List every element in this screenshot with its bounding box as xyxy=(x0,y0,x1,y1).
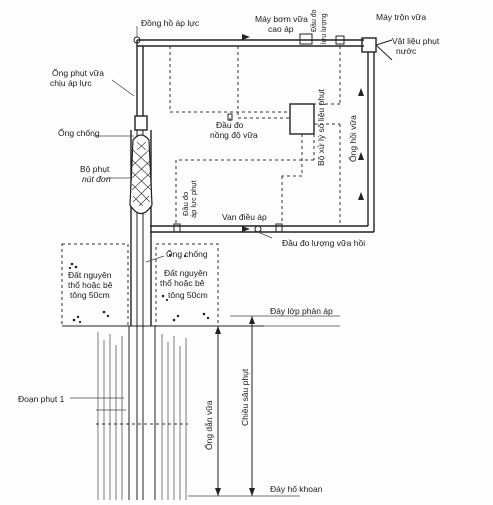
label-nozzle-2: nút đơn xyxy=(82,174,111,184)
label-return-pipe: Ống hồi vữa xyxy=(347,115,358,162)
label-grout-layer-bottom: Đáy lớp phản áp xyxy=(270,306,333,316)
label-hole-bottom: Đáy hố khoan xyxy=(270,484,323,494)
mixer-icon xyxy=(361,37,377,53)
borehole xyxy=(128,115,156,500)
pump-icon xyxy=(299,33,313,45)
label-data-processor: Bộ xử lý số liệu phụt xyxy=(316,88,326,166)
label-grout-pipe: Ống dẫn vữa xyxy=(203,400,214,450)
label-pressure-hose-2: chịu áp lực xyxy=(50,78,92,88)
label-pressure-sensor-2: áp lực phụt xyxy=(189,180,198,218)
label-density-2: nồng độ vữa xyxy=(210,130,258,140)
label-soil-left-3: tông 50cm xyxy=(70,290,110,300)
soil-speckles xyxy=(68,253,210,324)
label-pressure-gauge: Đồng hồ áp lực xyxy=(141,18,200,28)
label-soil-left-2: thổ hoặc bê xyxy=(68,280,113,290)
label-soil-right-2: thổ hoặc bê xyxy=(160,278,205,288)
label-soil-right-3: tông 50cm xyxy=(168,290,208,300)
valve-icon xyxy=(254,225,262,233)
dimension-lines xyxy=(188,315,340,497)
label-return-meter: Đầu đo lượng vữa hồi xyxy=(282,238,365,248)
label-nozzle-1: Bộ phụt xyxy=(80,164,110,174)
label-density-1: Đầu đo xyxy=(216,120,244,130)
nozzle-packer-icon xyxy=(129,134,153,215)
ground-strata xyxy=(97,332,187,500)
label-grout-depth: Chiều sâu phụt xyxy=(240,368,250,426)
return-meter-icon xyxy=(275,223,283,233)
label-casing-mid: Ống chống xyxy=(166,248,208,259)
label-soil-left-1: Đất nguyên xyxy=(68,270,112,280)
pressure-sensor-icon xyxy=(173,223,181,233)
data-processor-icon xyxy=(289,103,315,135)
label-valve: Van điều áp xyxy=(222,212,267,222)
label-mixer: Máy trộn vữa xyxy=(376,12,426,22)
label-casing-top: Ống chống xyxy=(58,127,100,138)
label-materials-1: Vật liệu phụt xyxy=(392,36,440,46)
leader-lines xyxy=(70,26,273,399)
label-grout-segment: Đoạn phụt 1 xyxy=(18,394,65,404)
label-flow-meter-a: Đầu đo xyxy=(309,9,318,32)
label-pump-line2: cao áp xyxy=(268,24,294,34)
flow-meter-icon xyxy=(335,35,345,45)
label-materials-2: nước xyxy=(396,46,417,56)
label-soil-right-1: Đất nguyên xyxy=(164,268,208,278)
signal-lines xyxy=(169,46,341,226)
flow-arrows xyxy=(242,34,364,232)
label-pressure-hose-1: Ống phụt vữa xyxy=(52,67,104,78)
label-pump-line1: Máy bơm vữa xyxy=(255,14,308,24)
label-pressure-sensor-1: Đầu đo xyxy=(181,192,190,216)
density-sensor-icon xyxy=(227,113,233,121)
label-flow-meter-b: lưu lượng xyxy=(321,13,328,44)
